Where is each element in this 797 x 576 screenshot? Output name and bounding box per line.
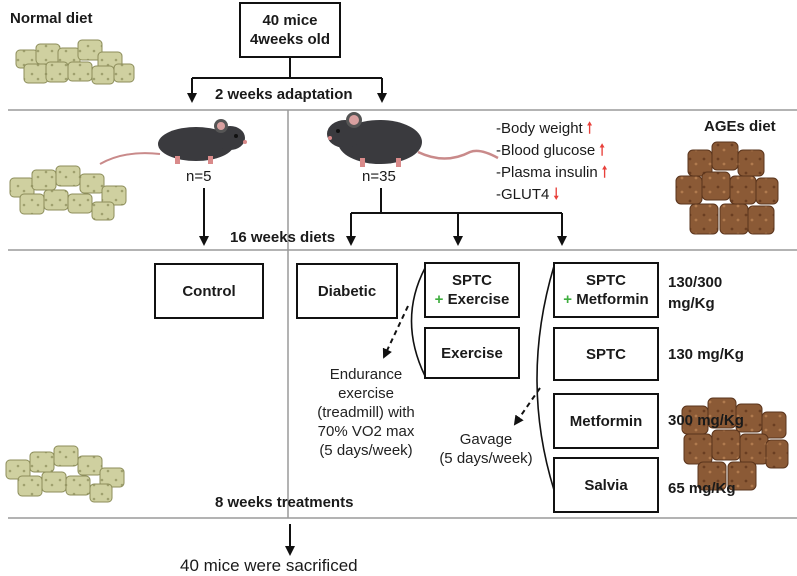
effect-item: -GLUT4 🠓 [496, 184, 607, 206]
plus-icon: + [434, 291, 444, 308]
gavage-note-line: Gavage [459, 431, 513, 448]
exercise-note-line: (treadmill) with [317, 404, 415, 421]
diet-count: n=35 [362, 168, 396, 185]
group-sptc-label: SPTC [585, 345, 626, 363]
group-sptc-exercise-line1: SPTC [451, 272, 492, 289]
dashed-arrow-exercise [382, 305, 409, 359]
group-salvia-label: Salvia [584, 476, 628, 494]
exercise-protocol-note: Endurance exercise (treadmill) with 70% … [296, 365, 436, 460]
bracket-exercise [410, 267, 426, 377]
effect-blood-glucose: -Blood glucose [496, 142, 596, 159]
ages-diet-label: AGEs diet [704, 118, 776, 135]
outcome-label: 40 mice were sacrificed [180, 556, 358, 575]
effect-plasma-insulin: -Plasma insulin [496, 164, 598, 181]
gavage-note: Gavage (5 days/week) [426, 430, 546, 468]
start-box-line2: 4weeks old [249, 31, 331, 48]
group-diabetic-box: Diabetic [296, 263, 398, 319]
group-sptc-metformin-box: SPTC + Metformin [553, 262, 659, 318]
bracket-drugs [536, 265, 555, 491]
effects-list: -Body weight 🠑 -Blood glucose 🠑 -Plasma … [496, 118, 607, 206]
ages-diet-pellets-top [675, 141, 779, 235]
dose-salvia: 65 mg/Kg [668, 480, 736, 497]
ages-diet-pellets-bottom [681, 397, 789, 491]
treatment-period-label: 8 weeks treatments [215, 494, 354, 511]
plus-icon: + [563, 291, 573, 308]
effect-item: -Blood glucose 🠑 [496, 140, 607, 162]
arrow-down-icon: 🠓 [553, 186, 559, 203]
group-sptc-metformin-line2: Metformin [576, 291, 649, 308]
normal-diet-label: Normal diet [10, 10, 93, 27]
dose-metformin: 300 mg/Kg [668, 412, 744, 429]
group-diabetic-label: Diabetic [317, 282, 377, 300]
group-salvia-box: Salvia [553, 457, 659, 513]
group-sptc-metformin-line2-wrap: + Metformin [563, 290, 648, 309]
effect-glut4: -GLUT4 [496, 186, 550, 203]
gavage-note-line: (5 days/week) [439, 450, 533, 467]
normal-diet-pellets-bottom [5, 445, 125, 503]
dose-sptc-metformin-line1: 130/300 [668, 274, 723, 291]
mouse-large-icon [327, 112, 499, 167]
group-sptc-exercise-box: SPTC + Exercise [424, 262, 520, 318]
group-sptc-exercise-line2-wrap: + Exercise [435, 290, 510, 309]
effect-item: -Body weight 🠑 [496, 118, 607, 140]
group-metformin-label: Metformin [569, 412, 643, 430]
group-exercise-box: Exercise [424, 327, 520, 379]
dose-sptc-metformin: 130/300 mg/Kg [668, 272, 722, 314]
group-sptc-exercise-line2: Exercise [447, 291, 510, 308]
arrow-up-icon: 🠑 [586, 120, 593, 137]
exercise-note-line: 70% VO2 max [317, 423, 415, 440]
arrow-up-icon: 🠑 [599, 142, 605, 159]
start-box: 40 mice 4weeks old [239, 2, 341, 58]
group-exercise-label: Exercise [441, 344, 503, 362]
adaptation-label: 2 weeks adaptation [215, 86, 353, 103]
exercise-note-line: (5 days/week) [319, 442, 413, 459]
dashed-arrow-gavage [513, 387, 541, 426]
dose-sptc: 130 mg/Kg [668, 346, 744, 363]
diet-period-label: 16 weeks diets [230, 229, 336, 246]
normal-diet-pellets-top [15, 39, 135, 85]
start-box-line1: 40 mice [262, 12, 318, 29]
normal-diet-pellets-middle [9, 165, 127, 221]
group-sptc-box: SPTC [553, 327, 659, 381]
effect-item: -Plasma insulin 🠑 [496, 162, 607, 184]
arrow-up-icon: 🠑 [601, 164, 608, 181]
effect-body-weight: -Body weight [496, 120, 583, 137]
group-control-label: Control [182, 282, 236, 300]
exercise-note-line: Endurance [329, 366, 403, 383]
group-control-box: Control [154, 263, 264, 319]
exercise-note-line: exercise [338, 385, 394, 402]
group-metformin-box: Metformin [553, 393, 659, 449]
group-sptc-metformin-line1: SPTC [585, 272, 626, 289]
control-count: n=5 [186, 168, 212, 185]
dose-sptc-metformin-line2: mg/Kg [668, 295, 715, 312]
mouse-small-icon [99, 119, 247, 165]
